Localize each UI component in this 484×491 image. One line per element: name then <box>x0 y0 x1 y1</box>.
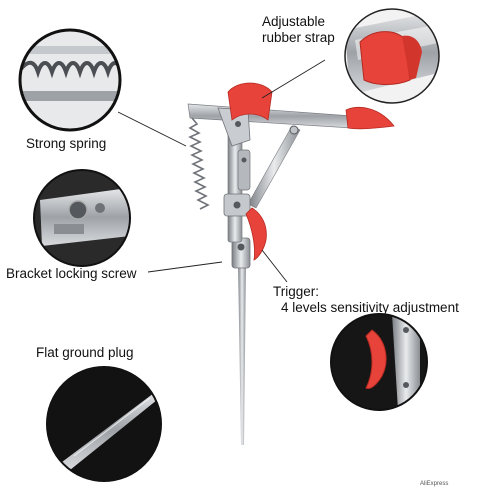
leader-trigger <box>261 249 288 283</box>
ground-spike <box>238 262 246 445</box>
latch-plate <box>237 149 251 191</box>
closeup-spring <box>18 28 122 132</box>
latch-screw <box>241 157 247 163</box>
spike-sleeve <box>231 237 251 269</box>
pivot-screw <box>235 121 241 127</box>
callout-spring: Strong spring <box>26 136 107 151</box>
leader-lines <box>117 59 326 283</box>
leader-strap <box>261 59 326 99</box>
closeup-strap <box>344 8 440 104</box>
callout-screw: Bracket locking screw <box>6 266 137 281</box>
closeup-plug <box>46 366 162 482</box>
bracket-locking-screw <box>233 201 241 209</box>
red-tip <box>345 107 395 130</box>
rod-holder <box>187 82 395 445</box>
red-trigger <box>245 207 267 261</box>
callout-trigger: Trigger: 4 levels sensitivity adjustment <box>273 284 459 316</box>
callout-trigger-line2: 4 levels sensitivity adjustment <box>281 300 459 315</box>
callout-strap-line2: rubber strap <box>262 30 335 45</box>
diagonal-arm <box>247 125 301 209</box>
coil-spring <box>188 117 210 210</box>
arm-pivot <box>289 125 299 135</box>
sleeve-screw <box>237 243 245 251</box>
leader-screw <box>147 261 223 273</box>
watermark: AliExpress <box>420 481 449 487</box>
closeup-trigger <box>330 313 428 411</box>
callout-trigger-line1: Trigger: <box>273 284 320 299</box>
callout-plug: Flat ground plug <box>36 345 134 360</box>
leader-spring <box>117 111 187 147</box>
closeup-screw <box>33 169 131 267</box>
callout-strap-line1: Adjustable <box>262 14 326 29</box>
rubber-strap <box>227 82 273 121</box>
callout-strap: Adjustable rubber strap <box>262 14 335 46</box>
